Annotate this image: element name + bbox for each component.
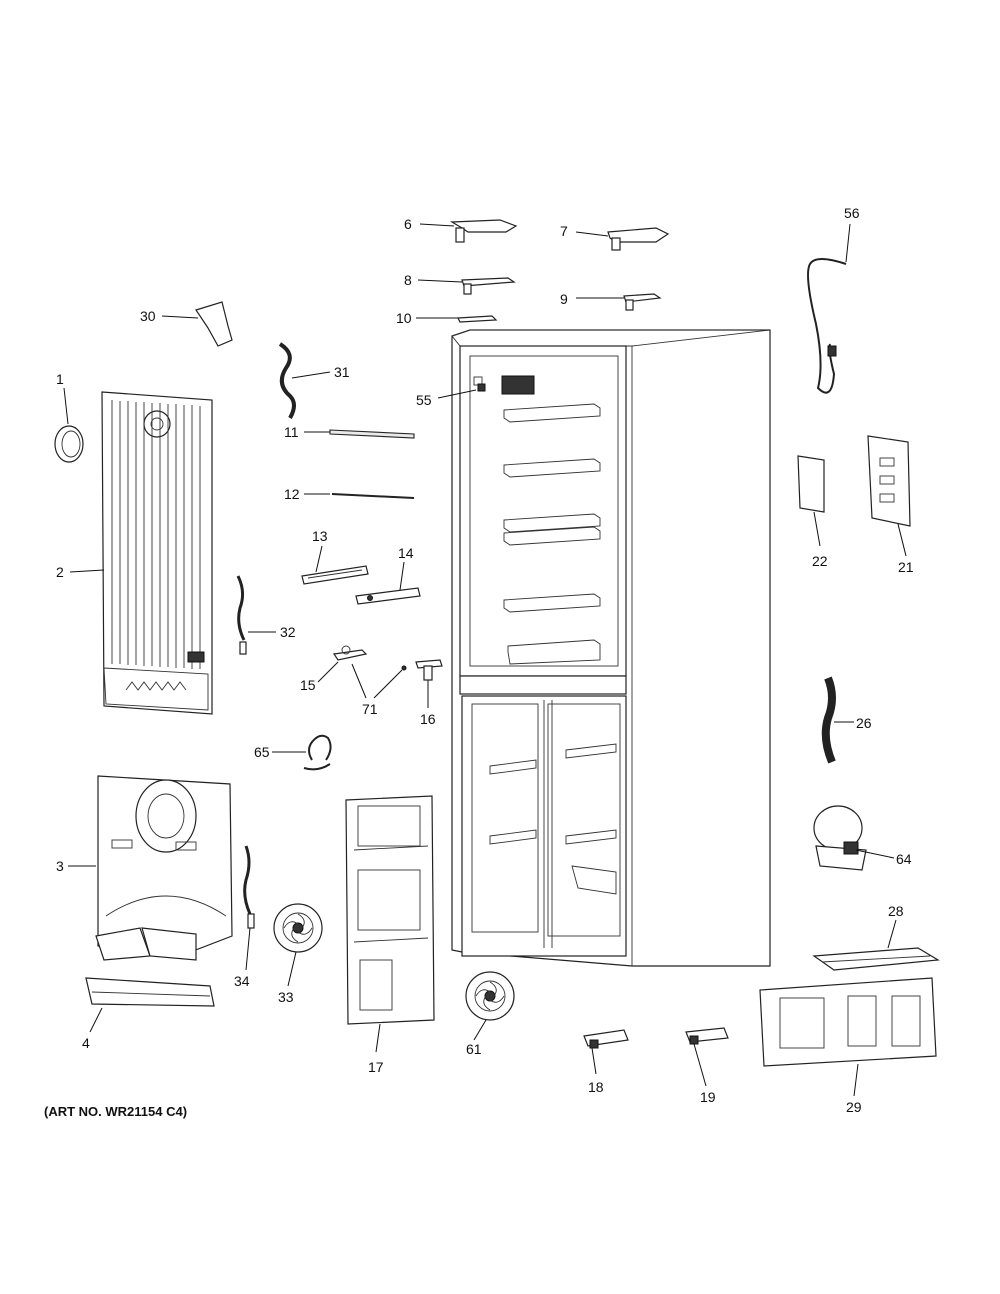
callout-64: 64 [896,851,912,867]
callout-7: 7 [560,223,568,239]
callout-26: 26 [856,715,872,731]
part-34-heater-wire [243,845,255,929]
refrigerator-cabinet [451,329,771,967]
part-1-grommet [54,425,84,463]
callout-56: 56 [844,205,860,221]
callout-14: 14 [398,545,414,561]
callout-71: 71 [362,701,378,717]
part-16-damper [415,659,443,681]
part-33-fan [273,903,323,953]
part-10-bracket [457,315,498,323]
callout-18: 18 [588,1079,604,1095]
part-12-trim [331,493,415,499]
part-31-wire [278,342,296,419]
callout-31: 31 [334,364,350,380]
callout-labels: 1 2 3 4 30 31 11 12 13 14 32 15 71 16 65… [56,205,914,1115]
part-32-heater-wire [236,575,247,655]
callout-10: 10 [396,310,412,326]
part-4-tray [85,977,215,1007]
callout-13: 13 [312,528,328,544]
part-3-fan-shroud [95,775,233,961]
callout-11: 11 [284,424,299,440]
part-21-bracket [867,435,911,527]
callout-34: 34 [234,973,250,989]
shelf-rails [503,403,601,665]
part-71-screw [401,665,407,671]
part-64-compressor [813,805,867,871]
leader-lines [63,223,907,1097]
callout-65: 65 [254,744,270,760]
callout-29: 29 [846,1099,862,1115]
callout-30: 30 [140,308,156,324]
part-18-leveler [583,1029,629,1049]
part-6-hinge [449,219,518,243]
art-number-caption: (ART NO. WR21154 C4) [44,1104,188,1119]
callout-22: 22 [812,553,828,569]
callout-4: 4 [82,1035,90,1051]
part-2-evaporator-cover [101,391,213,715]
callout-15: 15 [300,677,316,693]
callout-3: 3 [56,858,64,874]
callout-17: 17 [368,1059,384,1075]
part-8-bracket [461,277,516,295]
part-22-control-board [797,455,825,513]
part-17-duct-panel [345,795,435,1025]
callout-2: 2 [56,564,64,580]
callout-55: 55 [416,392,432,408]
callout-21: 21 [898,559,914,575]
part-65-sensor [303,734,332,771]
callout-28: 28 [888,903,904,919]
part-28-drain-pan [812,947,940,971]
callout-9: 9 [560,291,568,307]
callout-1: 1 [56,371,64,387]
callout-16: 16 [420,711,436,727]
callout-6: 6 [404,216,412,232]
part-61-fan [465,971,515,1021]
part-30-block [195,301,233,347]
callout-32: 32 [280,624,296,640]
part-11-trim [329,429,415,439]
callout-12: 12 [284,486,300,502]
callout-8: 8 [404,272,412,288]
part-9-bracket [623,293,662,311]
part-15-thermostat [332,645,368,661]
part-26-tube [821,676,836,764]
part-29-rear-cover [759,977,937,1067]
part-13-rail [301,565,369,585]
callout-61: 61 [466,1041,482,1057]
part-56-power-cord [807,258,847,394]
part-7-hinge [607,227,670,251]
callout-19: 19 [700,1089,716,1105]
part-14-rail [355,587,421,605]
part-19-leveler [685,1027,729,1045]
callout-33: 33 [278,989,294,1005]
part-55-switch [477,383,486,392]
